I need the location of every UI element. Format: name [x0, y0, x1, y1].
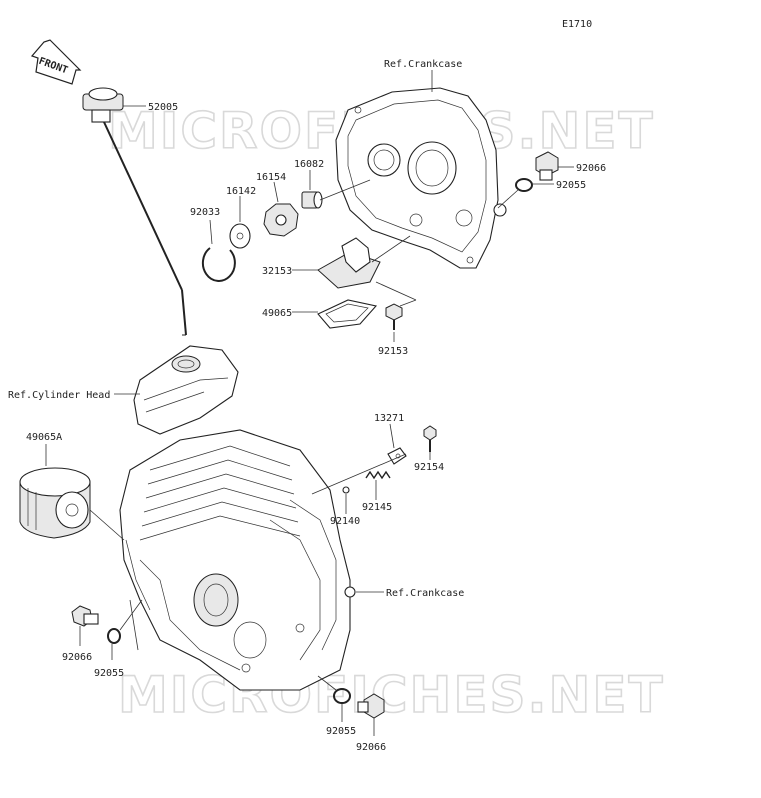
screen-cover-part [317, 237, 381, 289]
label-oring-bottom: 92055 [326, 726, 356, 737]
washer-part [229, 223, 251, 249]
label-spring: 92145 [362, 502, 392, 513]
collar-part [301, 191, 323, 209]
plate-part [387, 447, 407, 465]
label-drain-plug-bottom: 92066 [356, 742, 386, 753]
crankcase-block-part [119, 429, 356, 691]
label-collar: 16082 [294, 159, 324, 170]
ref-crankcase-top: Ref.Crankcase [384, 59, 462, 70]
label-bolt-screen: 92153 [378, 346, 408, 357]
label-ball: 92140 [330, 516, 360, 527]
label-oring-top: 92055 [556, 180, 586, 191]
watermark-bottom: MICROFICHES.NET [118, 666, 665, 724]
gasket-part [317, 299, 378, 329]
label-washer: 16142 [226, 186, 256, 197]
label-oring-left: 92055 [94, 668, 124, 679]
dipstick-part [82, 87, 187, 336]
front-arrow-icon: FRONT [30, 39, 82, 85]
bolt-screen-part [385, 303, 403, 330]
ref-cylinder-head: Ref.Cylinder Head [8, 390, 110, 401]
drain-plug-bottom-part [357, 693, 385, 719]
ball-part [342, 486, 350, 494]
label-drain-plug-top: 92066 [576, 163, 606, 174]
oring-left-part [107, 628, 121, 644]
drain-plug-left-part [71, 605, 99, 627]
label-circlip: 92033 [190, 207, 220, 218]
label-oil-filter: 49065A [26, 432, 62, 443]
label-drain-plug-left: 92066 [62, 652, 92, 663]
label-screen-cover: 32153 [262, 266, 292, 277]
bolt-plate-part [423, 425, 437, 452]
cylinder-head-part [133, 345, 239, 435]
rotor-part [263, 203, 299, 237]
oring-top-part [515, 178, 533, 192]
oil-filter-part [19, 467, 91, 539]
label-bolt-plate: 92154 [414, 462, 444, 473]
crankcase-cover-part [335, 87, 507, 269]
drain-plug-top-part [535, 151, 559, 181]
diagram-code: E1710 [562, 19, 592, 30]
label-gasket: 49065 [262, 308, 292, 319]
label-plate: 13271 [374, 413, 404, 424]
spring-part [365, 470, 391, 480]
circlip-part [201, 247, 236, 282]
label-rotor: 16154 [256, 172, 286, 183]
oring-bottom-part [333, 688, 351, 704]
ref-crankcase-bottom: Ref.Crankcase [386, 588, 464, 599]
label-dipstick: 52005 [148, 102, 178, 113]
